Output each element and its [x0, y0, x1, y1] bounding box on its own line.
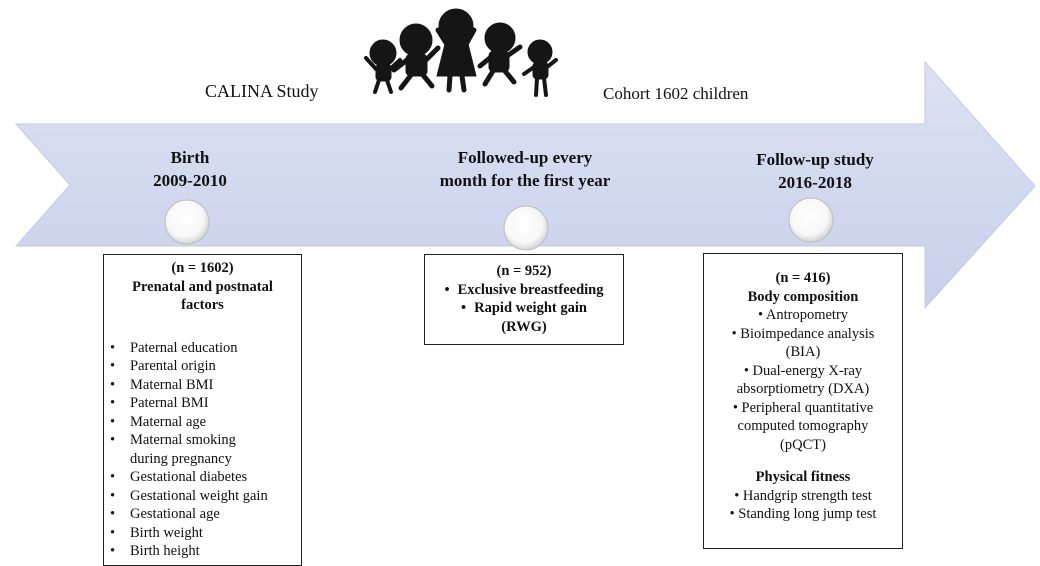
- milestone-title-line: Follow-up study: [756, 150, 874, 169]
- milestone-title-line: 2009-2010: [153, 171, 227, 190]
- list-item: • Dual-energy X-ray: [743, 362, 863, 379]
- circle-marker-icon: [788, 197, 834, 243]
- milestone-title-line: Birth: [170, 148, 210, 167]
- birth-factors-box: (n = 1602) Prenatal and postnatal factor…: [103, 254, 302, 566]
- list-item-continuation: computed tomography: [737, 418, 869, 434]
- list-item: Maternal BMI: [104, 376, 301, 395]
- followup-item: •Rapid weight gain: [461, 300, 587, 316]
- milestone-title-line: 2016-2018: [778, 173, 852, 192]
- list-item: Maternal smoking: [104, 431, 301, 450]
- list-item-continuation: absorptiometry (DXA): [736, 381, 870, 397]
- list-item: Parental origin: [104, 357, 301, 376]
- list-item-continuation: (BIA): [785, 344, 821, 360]
- list-item: Birth weight: [104, 524, 301, 543]
- box-n-count: (n = 416): [775, 270, 831, 286]
- followup-item: •Exclusive breastfeeding: [444, 281, 604, 298]
- physical-fitness-list: • Handgrip strength test • Standing long…: [704, 487, 902, 524]
- milestone-title-line: month for the first year: [439, 171, 611, 190]
- list-item: Gestational age: [104, 505, 301, 524]
- factor-list: Paternal education Parental origin Mater…: [104, 339, 301, 561]
- circle-marker-icon: [503, 205, 549, 251]
- list-item: • Antropometry: [757, 307, 849, 323]
- cohort-label: Cohort 1602 children: [603, 84, 749, 103]
- list-item: • Peripheral quantitative: [732, 399, 874, 416]
- milestone-birth-title: Birth 2009-2010: [110, 146, 270, 192]
- study-label: CALINA Study: [205, 81, 319, 101]
- circle-marker-icon: [164, 199, 210, 245]
- followup-item-text: Rapid weight gain: [474, 300, 587, 316]
- children-silhouette-icon: [364, 8, 558, 97]
- list-item-continuation: (pQCT): [780, 436, 826, 453]
- section-heading: Body composition: [747, 288, 859, 305]
- followup-box: (n = 952) •Exclusive breastfeeding •Rapi…: [424, 254, 624, 345]
- list-item-continuation: during pregnancy: [104, 450, 301, 469]
- list-item-text: during pregnancy: [130, 450, 232, 467]
- followup-item-continuation: (RWG): [501, 318, 547, 335]
- box-heading: Prenatal and postnatal: [132, 278, 273, 295]
- box-n-count: (n = 1602): [171, 260, 234, 276]
- followup-item-text: Exclusive breastfeeding: [457, 281, 604, 298]
- list-item: Paternal education: [104, 339, 301, 358]
- list-item: • Bioimpedance analysis: [731, 325, 875, 342]
- list-item: • Handgrip strength test: [734, 487, 872, 504]
- list-item: Gestational weight gain: [104, 487, 301, 506]
- milestone-followup-title: Followed-up every month for the first ye…: [405, 146, 645, 192]
- box-heading: factors: [181, 297, 224, 313]
- list-item: Birth height: [104, 542, 301, 561]
- milestone-study-title: Follow-up study 2016-2018: [730, 148, 900, 194]
- list-item: • Standing long jump test: [729, 506, 877, 522]
- milestone-title-line: Followed-up every: [457, 148, 593, 167]
- study-box: (n = 416) Body composition • Antropometr…: [703, 253, 903, 549]
- body-composition-list: • Antropometry • Bioimpedance analysis (…: [704, 306, 902, 454]
- section-heading: Physical fitness: [755, 469, 851, 485]
- box-n-count: (n = 952): [496, 263, 552, 279]
- list-item: Paternal BMI: [104, 394, 301, 413]
- list-item: Maternal age: [104, 413, 301, 432]
- list-item: Gestational diabetes: [104, 468, 301, 487]
